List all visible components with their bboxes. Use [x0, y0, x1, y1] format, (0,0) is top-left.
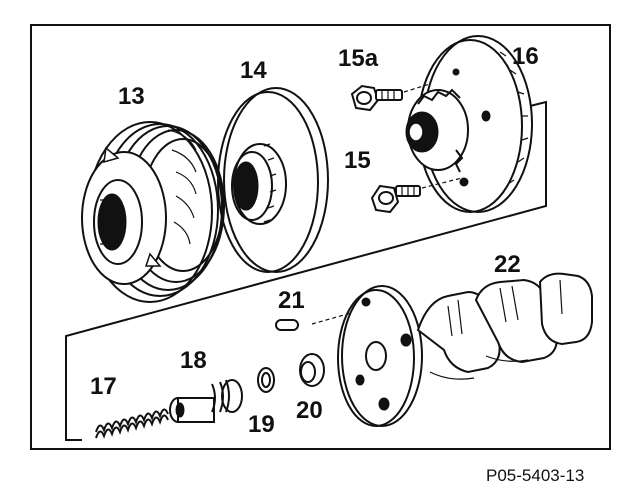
label-13: 13 [118, 83, 145, 110]
part-20-ring [299, 353, 325, 387]
label-18: 18 [180, 347, 207, 374]
label-14: 14 [240, 57, 267, 84]
label-15: 15 [344, 147, 371, 174]
part-19-circlip [257, 367, 275, 393]
label-21: 21 [278, 287, 305, 314]
diagram-frame [30, 24, 611, 450]
part-22-crankshaft [337, 272, 593, 427]
figure-reference-code: P05-5403-13 [486, 466, 584, 485]
part-21-key [275, 305, 377, 331]
label-22: 22 [494, 251, 521, 278]
label-15a: 15a [338, 45, 379, 72]
label-19: 19 [248, 411, 275, 438]
assembly-bracket [65, 100, 547, 441]
label-20: 20 [296, 397, 323, 424]
part-14-disc [217, 87, 329, 273]
part-15-bolt [370, 177, 463, 214]
part-18-plunger [169, 379, 243, 423]
label-16: 16 [512, 43, 539, 70]
part-16-gear [405, 35, 533, 213]
part-17-spring [95, 408, 169, 439]
label-17: 17 [90, 373, 117, 400]
part-13-pulley [81, 121, 225, 303]
